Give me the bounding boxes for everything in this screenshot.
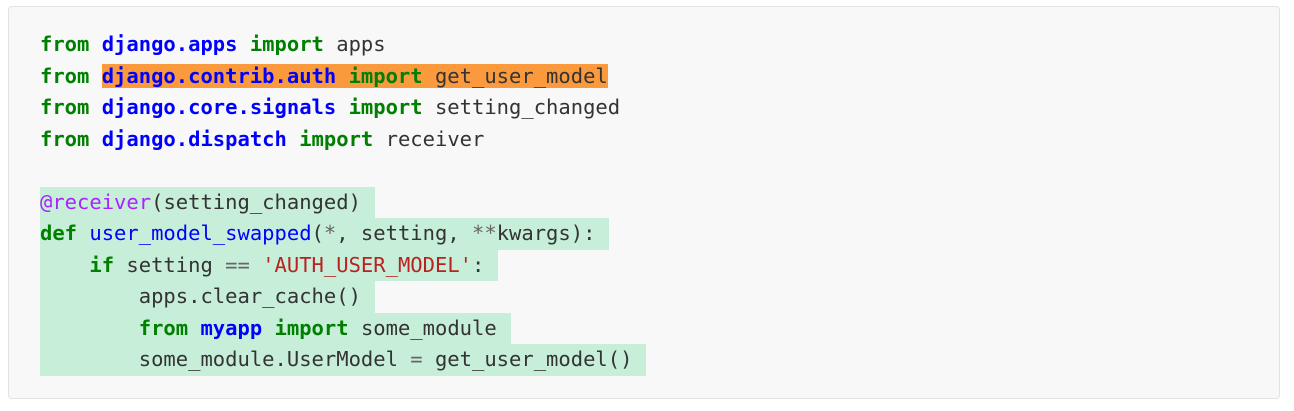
code-line-2: from django.contrib.auth import get_user… [40,61,646,93]
keyword: from [40,126,90,151]
keyword: if [89,252,115,277]
imported-name: apps [336,32,386,56]
module-name: myapp [200,315,263,340]
keyword: from [40,63,90,88]
string-literal: 'AUTH_USER_MODEL' [262,252,473,277]
indent [40,253,89,277]
operator: * [323,221,337,245]
keyword: def [40,221,78,245]
imported-name: some_module [360,315,497,340]
keyword: import [299,126,374,151]
indent [40,316,139,340]
operator: == [225,252,250,277]
assignment-target: some_module.UserModel [138,347,411,371]
assignment-value: get_user_model() [422,347,633,371]
function-name: user_model_swapped [89,221,312,245]
keyword: import [249,32,324,56]
module-name: django.contrib.auth [101,63,337,88]
code-line-decorator: @receiver(setting_changed) [40,186,375,218]
statement: apps.clear_cache() [138,284,361,308]
code-line-if: if setting == 'AUTH_USER_MODEL': [40,249,499,281]
code-line-def: def user_model_swapped(*, setting, **kwa… [40,218,610,250]
module-name: django.apps [101,32,238,56]
keyword: from [40,95,90,119]
keyword: import [274,315,349,340]
decorator: @receiver [40,189,152,214]
code-line-import-myapp: from myapp import some_module [40,312,511,344]
imported-name: get_user_model [434,63,608,88]
params: , setting, [336,221,472,245]
indent [40,347,139,371]
module-name: django.dispatch [101,126,287,151]
identifier: setting [114,252,226,277]
code-line-clear-cache: apps.clear_cache() [40,281,375,313]
module-name: django.core.signals [101,95,337,119]
operator: = [410,347,423,371]
code-line-3: from django.core.signals import setting_… [40,92,646,124]
imported-name: receiver [385,126,485,151]
code-line-blank [40,155,646,187]
search-match-highlight: django.contrib.auth import get_user_mode… [101,63,608,88]
space [250,253,262,277]
params-open: ( [311,221,324,245]
decorator-arg: setting_changed [163,189,349,214]
paren: ) [348,189,361,214]
paren: ( [151,189,164,214]
keyword: from [138,315,189,340]
keyword: from [40,32,90,56]
colon: : [472,252,485,277]
code-line-1: from django.apps import apps [40,29,646,61]
keyword: import [348,63,423,88]
keyword: import [348,95,423,119]
indent [40,284,139,308]
operator: ** [472,221,497,245]
imported-name: setting_changed [434,95,621,119]
code-line-assign: some_module.UserModel = get_user_model() [40,344,647,376]
params-close: kwargs): [496,221,596,245]
code-line-4: from django.dispatch import receiver [40,124,646,156]
